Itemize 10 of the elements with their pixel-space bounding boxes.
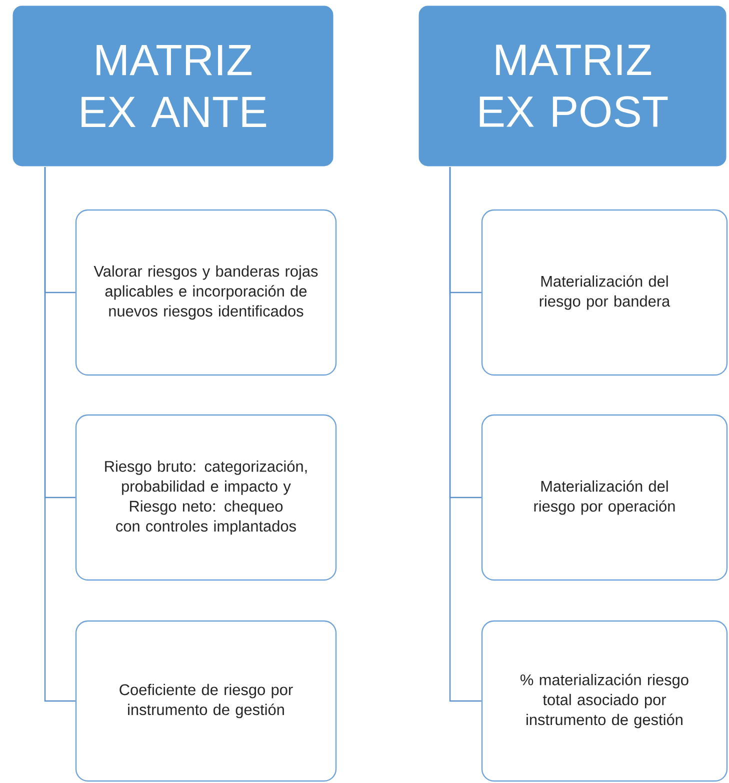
text-box: Coeficiente de riesgo por instrumento de gestión [75, 620, 337, 782]
header-box: MATRIZ EX ANTE [11, 4, 335, 168]
text-box: Materialización del riesgo por bandera [481, 209, 728, 376]
text-box: Riesgo bruto: categorización, probabilidad e impacto y Riesgo neto: chequeo con controles implantados [75, 414, 337, 581]
text-box: % materialización riesgo total asociado por instrumento de gestión [481, 620, 728, 782]
text-box: Valorar riesgos y banderas rojas aplicables e incorporación de nuevos riesgos identificados [75, 209, 337, 376]
connector [449, 167, 482, 702]
text-box: Materialización del riesgo por operación [481, 414, 728, 581]
connector [44, 167, 76, 702]
header-box: MATRIZ EX POST [417, 4, 728, 168]
